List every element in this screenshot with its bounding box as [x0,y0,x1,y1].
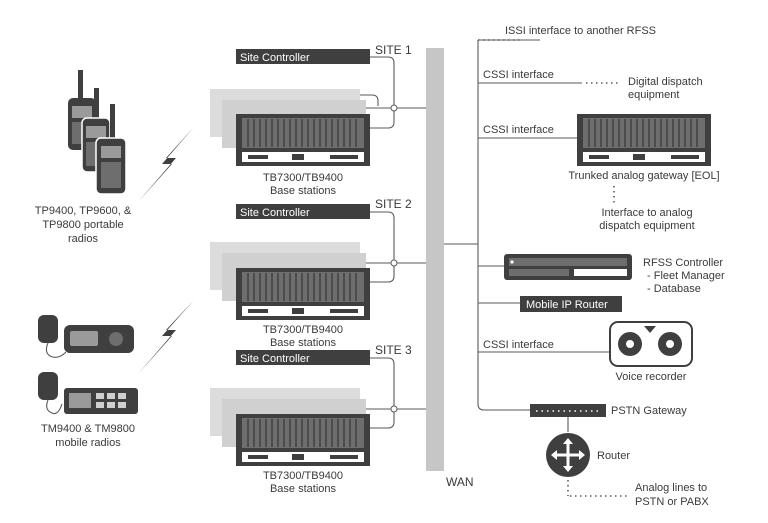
cssi-recorder-label: CSSI interface [483,339,554,351]
mobile-radios-label-line-1: TM9400 & TM9800 [41,423,135,435]
site-controller-1-label: Site Controller [240,52,310,64]
rfss-line-3: - Database [647,283,701,295]
mobile-ip-router-label: Mobile IP Router [526,299,608,311]
site-controller-1 [236,49,370,64]
site-3-label: SITE 3 [375,343,412,357]
site-2-label: SITE 2 [375,197,412,211]
site-2-group: Site Controller SITE 2 TB7 [210,197,426,349]
portable-radios-label-line-3: radios [68,233,98,245]
portable-radio-icon [68,70,127,195]
trunked-analog-gateway [577,114,711,166]
wan-backbone [426,48,444,471]
base-station-1-caption: Base stations [270,185,337,197]
router-icon [546,433,590,477]
pstn-gateway [530,404,606,417]
radio-link-bolt-2 [138,300,194,374]
base-station-2 [236,268,370,320]
site-controller-2-label: Site Controller [240,207,310,219]
analog-interface-line-2: dispatch equipment [599,220,694,232]
digital-dispatch-line-1: Digital dispatch [628,76,703,88]
wan-label: WAN [446,475,474,489]
pstn-gateway-label: PSTN Gateway [611,405,687,417]
cssi-gateway-label: CSSI interface [483,124,554,136]
site-controller-2 [236,204,370,219]
voice-recorder [609,321,693,367]
base-station-2-model: TB7300/TB9400 [263,324,343,336]
mobile-radio-icon [38,315,138,415]
portable-radios-label-line-1: TP9400, TP9600, & [35,205,132,217]
site-3-group: Site Controller SITE 3 TB7 [210,343,426,495]
analog-lines-line-2: PSTN or PABX [635,496,709,508]
site-1-group: Site Controller SITE 1 [210,43,426,197]
base-station-1-model: TB7300/TB9400 [263,172,343,184]
base-station-3-model: TB7300/TB9400 [263,470,343,482]
site-2-link-controller [370,211,395,283]
base-station-3-caption: Base stations [270,483,337,495]
site-controller-3 [236,350,370,365]
issi-label: ISSI interface to another RFSS [505,25,656,37]
site-controller-3-label: Site Controller [240,353,310,365]
router-label: Router [597,450,630,462]
radio-link-bolt-1 [138,127,194,202]
portable-radios-label-line-2: TP9800 portable [42,219,123,231]
base-station-2-caption: Base stations [270,337,337,349]
site-1-link-rack-a [360,94,379,106]
gateway-label: Trunked analog gateway [EOL] [568,170,719,182]
rfss-line-1: RFSS Controller [643,257,723,269]
cssi-dispatch-label: CSSI interface [483,69,554,81]
analog-interface-line-1: Interface to analog [601,207,692,219]
base-station-1 [236,114,370,166]
base-station-3 [236,414,370,466]
analog-lines-line-1: Analog lines to [635,482,707,494]
site-3-link-controller [370,357,395,429]
right-backbone-line [477,40,530,411]
digital-dispatch-line-2: equipment [628,89,679,101]
mobile-radios-label-line-2: mobile radios [55,437,121,449]
rfss-line-2: - Fleet Manager [647,270,725,282]
rfss-controller [504,254,632,280]
mobile-ip-router-box [520,296,622,312]
voice-recorder-label: Voice recorder [616,371,687,383]
site-1-link-controller [370,56,395,129]
site-1-label: SITE 1 [375,43,412,57]
